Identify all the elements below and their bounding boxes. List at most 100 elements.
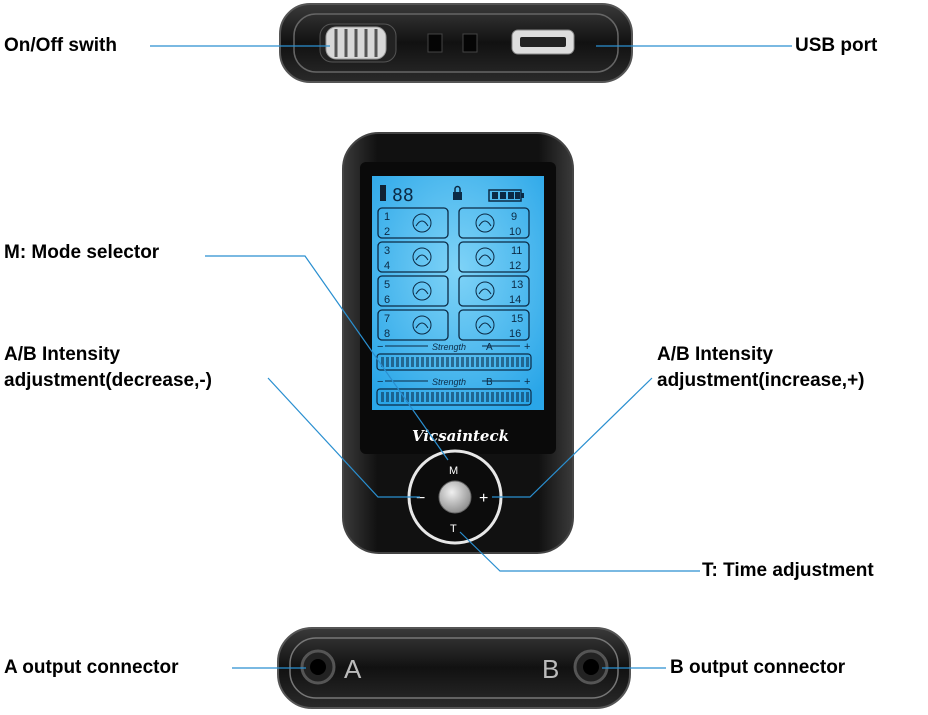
plus-button[interactable]: + — [479, 490, 488, 507]
strength-segment — [386, 392, 389, 402]
mode-box — [458, 241, 530, 273]
port-a-label: A — [344, 654, 362, 684]
leader-mode — [205, 255, 449, 461]
strength-segment — [396, 357, 399, 367]
strength-segment — [471, 392, 474, 402]
strength-segment — [466, 392, 469, 402]
label-increase-line1: A/B Intensity — [657, 344, 774, 365]
strength-b-plus: + — [524, 376, 530, 388]
mode-number: 13 — [511, 279, 523, 291]
strength-segment — [426, 392, 429, 402]
lock-icon — [453, 185, 462, 200]
mode-box — [377, 275, 449, 307]
strength-segment — [456, 357, 459, 367]
massage-mode-icon — [412, 247, 432, 267]
strength-segment — [461, 392, 464, 402]
strength-segment — [516, 357, 519, 367]
mode-number: 4 — [384, 260, 390, 272]
massage-mode-icon — [412, 281, 432, 301]
label-onoff-switch: On/Off swith — [4, 35, 117, 56]
label-a-output: A output connector — [4, 657, 179, 678]
mode-number: 15 — [511, 313, 523, 325]
massage-mode-icon-detail — [415, 288, 429, 295]
mode-number: 2 — [384, 226, 390, 238]
strength-segment — [401, 392, 404, 402]
timer-digits: 88 — [392, 185, 414, 206]
connector-b[interactable] — [573, 649, 609, 685]
strength-segment — [461, 357, 464, 367]
port-b-label: B — [542, 654, 559, 684]
strength-segment — [526, 392, 529, 402]
mode-number: 16 — [509, 328, 521, 340]
strength-segment — [491, 392, 494, 402]
strength-segment — [441, 392, 444, 402]
mode-number: 7 — [384, 313, 390, 325]
top-view — [279, 3, 633, 83]
strength-segment — [506, 357, 509, 367]
strength-segment — [421, 392, 424, 402]
strength-a-label: Strength — [432, 342, 466, 352]
strength-b-minus: − — [377, 376, 383, 388]
massage-mode-icon-detail — [415, 220, 429, 227]
mode-number: 8 — [384, 328, 390, 340]
strength-segment — [446, 392, 449, 402]
bottom-view: A B — [277, 627, 631, 709]
mode-box — [458, 207, 530, 239]
strength-segment — [396, 392, 399, 402]
strength-segment — [421, 357, 424, 367]
time-button[interactable]: T — [450, 523, 457, 535]
massage-mode-icon — [475, 315, 495, 335]
strength-segment — [466, 357, 469, 367]
strength-segment — [411, 392, 414, 402]
mode-box — [458, 309, 530, 341]
mode-number: 5 — [384, 279, 390, 291]
strength-segment — [401, 357, 404, 367]
strength-segment — [486, 357, 489, 367]
leader-decrease — [267, 377, 420, 498]
mode-box — [377, 309, 449, 341]
strength-segment — [501, 357, 504, 367]
leader-time — [459, 531, 700, 572]
mode-number: 6 — [384, 294, 390, 306]
massage-mode-icon — [412, 315, 432, 335]
center-button[interactable] — [438, 480, 472, 514]
mode-box — [377, 241, 449, 273]
strength-segment — [476, 392, 479, 402]
massage-mode-icon — [412, 213, 432, 233]
strength-segment — [481, 357, 484, 367]
mode-number: 9 — [511, 211, 517, 223]
strength-segment — [471, 357, 474, 367]
strength-a-plus: + — [524, 341, 530, 353]
strength-segment — [446, 357, 449, 367]
mode-number: 12 — [509, 260, 521, 272]
label-mode-selector: M: Mode selector — [4, 242, 160, 263]
mode-box — [377, 207, 449, 239]
strength-segment — [386, 357, 389, 367]
strength-segment — [526, 357, 529, 367]
usb-port[interactable] — [511, 29, 575, 55]
minus-button[interactable]: − — [416, 490, 425, 507]
strength-segment — [486, 392, 489, 402]
strength-segment — [481, 392, 484, 402]
leader-lines — [150, 45, 792, 669]
label-increase-line2: adjustment(increase,+) — [657, 370, 865, 391]
brand-logo: Vicsainteck — [412, 427, 509, 445]
strength-segment — [436, 357, 439, 367]
strength-segment — [451, 392, 454, 402]
massage-mode-icon-detail — [478, 322, 492, 329]
mode-number: 1 — [384, 211, 390, 223]
strength-a-channel: A — [486, 342, 493, 353]
massage-mode-icon-detail — [478, 254, 492, 261]
massage-mode-icon-detail — [478, 220, 492, 227]
massage-mode-icon-detail — [415, 322, 429, 329]
mode-button[interactable]: M — [449, 465, 458, 477]
battery-icon — [488, 189, 524, 202]
strength-segment — [431, 357, 434, 367]
strength-segment — [501, 392, 504, 402]
strength-segment — [511, 357, 514, 367]
strength-segment — [491, 357, 494, 367]
strength-a-minus: − — [377, 341, 383, 353]
connector-a[interactable] — [300, 649, 336, 685]
onoff-switch[interactable] — [319, 23, 397, 63]
massage-mode-icon-detail — [415, 254, 429, 261]
